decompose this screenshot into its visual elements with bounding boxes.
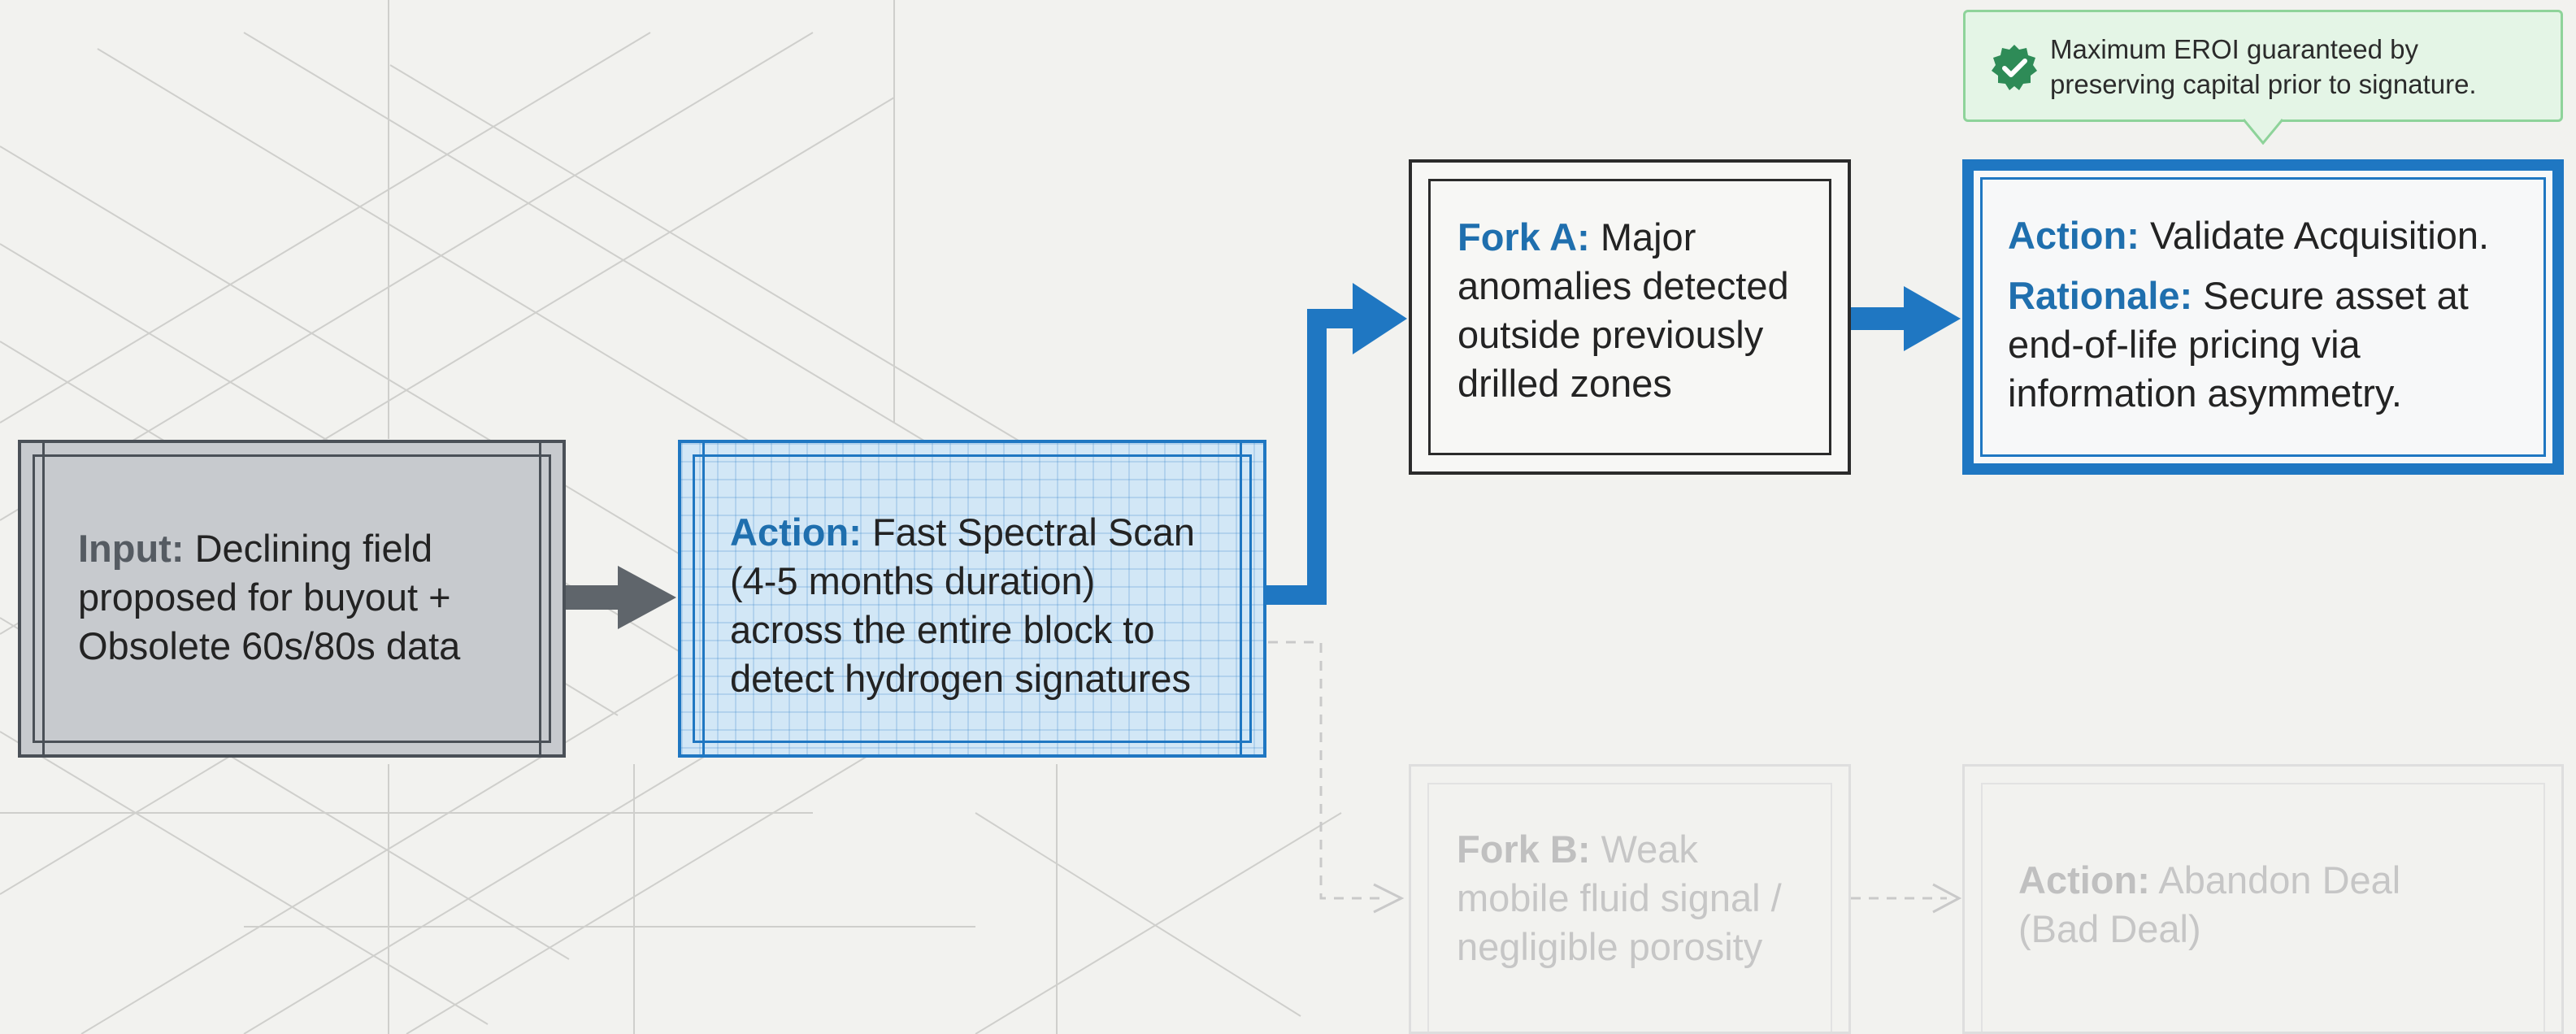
callout-line: Maximum EROI guaranteed by xyxy=(2050,34,2419,64)
validate-action-label: Action: xyxy=(2008,214,2139,257)
input-node: Input: Declining field proposed for buyo… xyxy=(18,440,566,758)
fork-b-text: Fork B: Weak mobile fluid signal / negli… xyxy=(1457,825,1782,971)
fork-b-line: Weak xyxy=(1601,828,1698,871)
callout-pointer xyxy=(2244,119,2283,145)
input-text: Input: Declining field proposed for buyo… xyxy=(78,524,460,671)
scan-action-line: Fast Spectral Scan xyxy=(871,510,1196,554)
fork-a-line: Major xyxy=(1600,215,1696,258)
fork-a-text: Fork A: Major anomalies detected outside… xyxy=(1457,213,1789,408)
scan-action-text: Action: Fast Spectral Scan (4-5 months d… xyxy=(730,508,1195,703)
input-line: Obsolete 60s/80s data xyxy=(78,624,461,667)
scan-action-node: Action: Fast Spectral Scan (4-5 months d… xyxy=(678,440,1266,758)
check-badge-icon xyxy=(1992,45,2037,90)
callout-line: preserving capital prior to signature. xyxy=(2050,69,2477,99)
fork-a-node: Fork A: Major anomalies detected outside… xyxy=(1409,159,1851,475)
validate-action-value: Validate Acquisition. xyxy=(2149,214,2490,257)
abandon-action-line: (Bad Deal) xyxy=(2018,907,2201,950)
fork-a-line: drilled zones xyxy=(1457,362,1672,405)
abandon-action-line: Abandon Deal xyxy=(2158,858,2401,901)
fork-a-line: outside previously xyxy=(1457,313,1764,356)
rationale-line: information asymmetry. xyxy=(2008,371,2402,415)
abandon-action-label: Action: xyxy=(2018,858,2150,901)
fork-b-line: negligible porosity xyxy=(1457,925,1763,968)
scan-action-line: detect hydrogen signatures xyxy=(730,657,1191,700)
scan-action-line: (4-5 months duration) xyxy=(730,559,1096,602)
callout-text: Maximum EROI guaranteed by preserving ca… xyxy=(2050,32,2477,102)
rationale-line: Secure asset at xyxy=(2203,274,2469,317)
rationale-line: end-of-life pricing via xyxy=(2008,323,2361,366)
eroi-callout: Maximum EROI guaranteed by preserving ca… xyxy=(1963,10,2563,122)
fork-b-label: Fork B: xyxy=(1457,828,1591,871)
validate-action-node: Action: Validate Acquisition. Rationale:… xyxy=(1962,159,2564,475)
fork-a-line: anomalies detected xyxy=(1457,264,1789,307)
scan-action-line: across the entire block to xyxy=(730,608,1155,651)
input-line: proposed for buyout + xyxy=(78,576,451,619)
input-line: Declining field xyxy=(194,527,433,570)
abandon-action-node: Action: Abandon Deal (Bad Deal) xyxy=(1962,764,2564,1034)
rationale-label: Rationale: xyxy=(2008,274,2193,317)
abandon-action-text: Action: Abandon Deal (Bad Deal) xyxy=(2018,856,2400,954)
fork-a-label: Fork A: xyxy=(1457,215,1590,258)
input-label: Input: xyxy=(78,527,185,570)
fork-b-node: Fork B: Weak mobile fluid signal / negli… xyxy=(1409,764,1851,1034)
validate-action-text: Action: Validate Acquisition. Rationale:… xyxy=(2008,211,2489,418)
scan-action-label: Action: xyxy=(730,510,862,554)
fork-b-line: mobile fluid signal / xyxy=(1457,876,1782,919)
